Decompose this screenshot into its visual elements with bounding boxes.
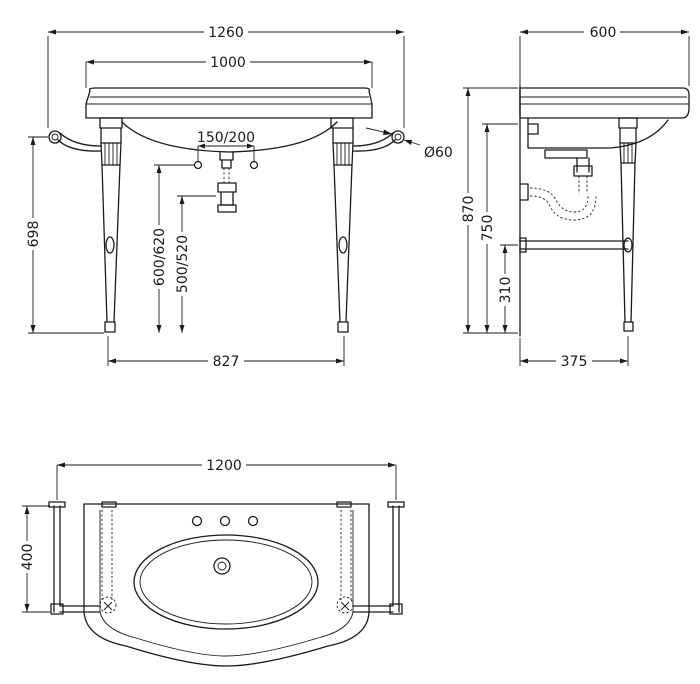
dim-shelf-height: 310 xyxy=(498,277,514,304)
dim-top-depth: 400 xyxy=(20,544,36,571)
front-left-towel-bar-end xyxy=(48,130,62,144)
dim-bar-diameter: Ø60 xyxy=(424,145,453,161)
dim-basin-height: 750 xyxy=(480,215,496,242)
dim-bar-height: 698 xyxy=(26,221,42,248)
dim-basin-width: 1000 xyxy=(210,55,246,71)
front-right-leg xyxy=(332,127,354,323)
top-left-towel-bar xyxy=(53,505,101,613)
top-drain xyxy=(213,557,231,575)
dim-trap-height: 500/520 xyxy=(175,235,191,293)
dim-leg-spacing: 827 xyxy=(213,354,240,370)
front-left-leg xyxy=(100,127,122,323)
front-right-towel-bar xyxy=(352,132,396,152)
top-tap-hole-left xyxy=(191,515,203,527)
top-bowl xyxy=(133,534,319,630)
side-basin-rim xyxy=(519,87,690,119)
front-left-towel-bar xyxy=(57,132,102,152)
top-tap-hole-right xyxy=(247,515,259,527)
front-right-towel-bar-end xyxy=(391,130,405,144)
front-right-leg-cap xyxy=(330,117,354,129)
dim-depth: 600 xyxy=(590,25,617,41)
front-basin-bowl xyxy=(121,121,338,153)
front-trap xyxy=(217,182,237,206)
top-basin-outline xyxy=(83,503,370,667)
dim-top-width: 1200 xyxy=(206,458,242,474)
front-left-leg-cap xyxy=(99,117,123,129)
top-view: 1200 400 xyxy=(18,455,405,667)
side-basin-bowl xyxy=(527,117,669,149)
dim-overall-width: 1260 xyxy=(208,25,244,41)
dim-leg-depth: 375 xyxy=(561,354,588,370)
side-view: 600 870 750 310 375 xyxy=(459,22,690,370)
side-leg xyxy=(619,127,637,323)
top-tap-hole-center xyxy=(219,515,231,527)
side-trap xyxy=(573,157,593,177)
front-drain xyxy=(219,151,234,169)
front-basin-rim xyxy=(85,87,373,119)
side-shelf-bar xyxy=(519,240,629,250)
dim-waste-height: 600/620 xyxy=(152,228,168,286)
dim-overall-height: 870 xyxy=(461,196,477,223)
dim-tap-spacing: 150/200 xyxy=(197,130,255,146)
top-right-towel-bar xyxy=(352,505,400,613)
front-view: 1260 1000 150/200 Ø60 698 xyxy=(24,22,453,370)
